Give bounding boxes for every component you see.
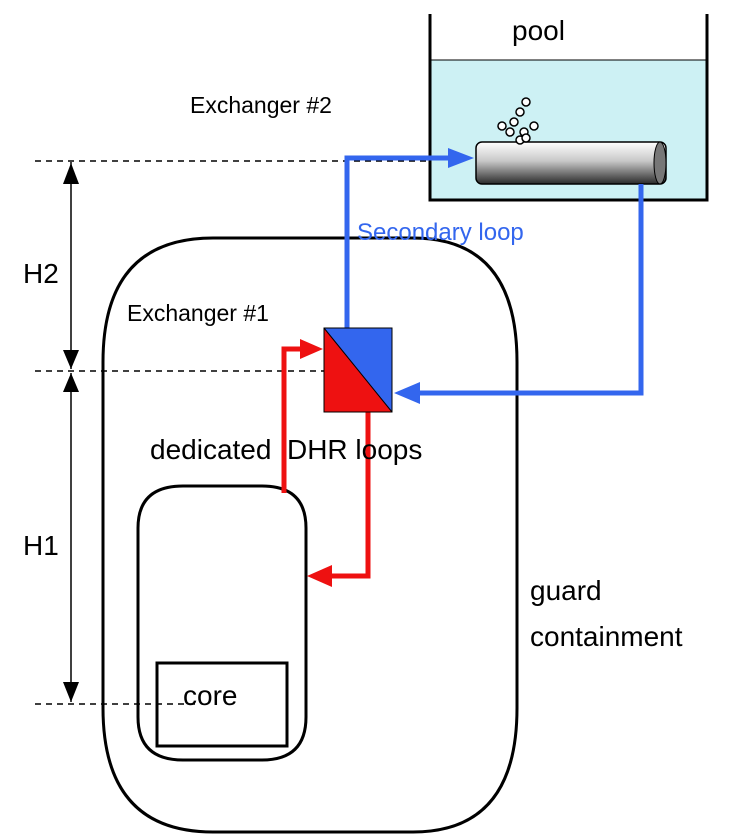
exchanger-2-label: Exchanger #2 xyxy=(190,92,332,118)
arrow-head-icon xyxy=(448,148,474,168)
h2-label: H2 xyxy=(23,258,59,289)
arrow-head-icon xyxy=(63,163,79,184)
pool-walls xyxy=(428,14,709,202)
secondary-loop-hot-leg xyxy=(344,155,450,328)
dhr-loop-cold-leg xyxy=(330,412,371,579)
reactor-vessel-outline xyxy=(136,484,308,762)
guard-label: guard xyxy=(530,575,602,606)
secondary-loop xyxy=(344,148,644,404)
containment-label: containment xyxy=(530,621,683,652)
arrow-head-icon xyxy=(307,565,332,587)
h1-label: H1 xyxy=(23,530,59,561)
height-dimensions xyxy=(35,160,430,705)
arrow-head-icon xyxy=(394,382,420,404)
exchanger-1-label: Exchanger #1 xyxy=(127,300,269,326)
guard-containment-outline xyxy=(101,236,519,834)
dedicated-dhr-loop xyxy=(281,339,371,587)
bubbles-icon xyxy=(497,97,539,145)
arrow-head-icon xyxy=(63,682,79,702)
secondary-loop-label: Secondary loop xyxy=(357,219,524,246)
arrow-head-icon xyxy=(63,373,79,392)
dimension-arrow-heads xyxy=(63,163,79,702)
secondary-loop-cold-leg xyxy=(418,184,644,396)
exchanger-2-tube xyxy=(475,141,667,185)
dedicated-dhr-loops-label: dedicated DHR loops xyxy=(150,434,422,465)
arrow-head-icon xyxy=(63,350,79,369)
arrow-head-icon xyxy=(300,339,323,359)
exchanger-1 xyxy=(323,327,393,413)
pool-label: pool xyxy=(512,15,565,46)
core-label: core xyxy=(183,680,237,711)
dhr-loop-hot-leg xyxy=(281,346,302,493)
